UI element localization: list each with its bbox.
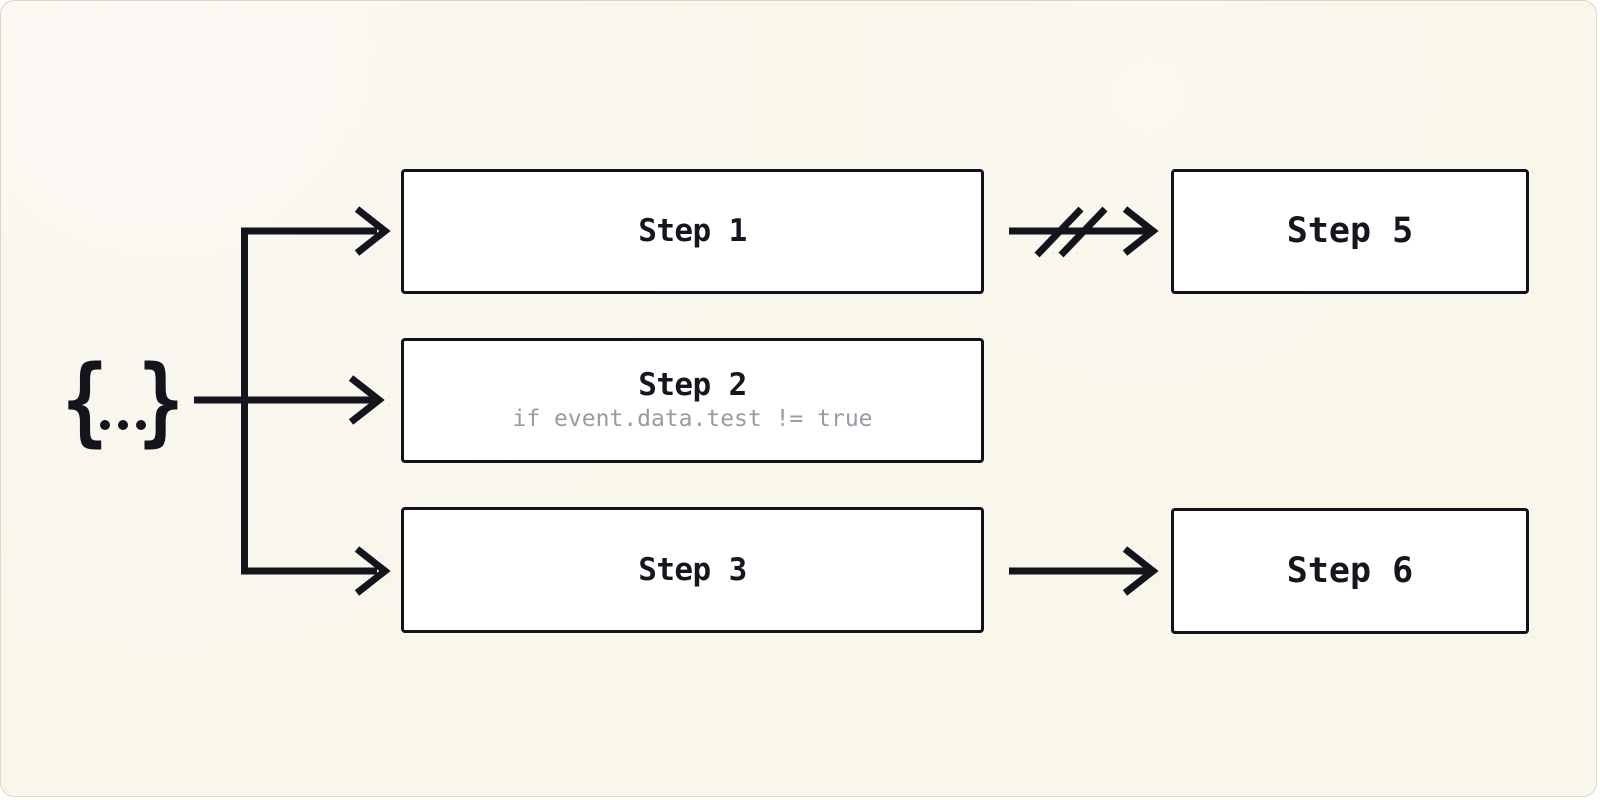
cancel-slash-icon [1034,206,1084,258]
branch-rail-line [241,227,377,575]
arrowhead-icon [354,546,391,596]
arrowhead-icon [1122,546,1159,596]
step-node-1[interactable]: Step 1 [401,169,984,294]
brace-ellipsis-icon: { [61,345,109,457]
ellipsis-dots-icon [100,420,146,430]
arrowhead-icon [1122,206,1159,256]
step-node-5[interactable]: Step 5 [1171,169,1529,294]
step-label: Step 6 [1286,550,1414,591]
step-label: Step 1 [638,213,747,250]
step-label: Step 3 [638,551,747,588]
cancel-slash-icon [1058,206,1108,258]
connector-source-branch[interactable] [241,206,391,596]
step-label: Step 2 [638,367,747,404]
brace-ellipsis-icon: } [137,345,185,457]
event-payload-source[interactable]: { } [62,353,184,449]
connector-source-step2[interactable] [194,375,385,425]
step-label: Step 5 [1286,211,1414,252]
connector-step1-step5-cancelled[interactable] [1009,206,1159,258]
step-node-3[interactable]: Step 3 [401,507,984,633]
arrowhead-icon [354,206,391,256]
arrowhead-icon [348,375,385,425]
step-node-2[interactable]: Step 2 if event.data.test != true [401,338,984,463]
step-condition: if event.data.test != true [512,406,873,433]
connector-step3-step6[interactable] [1009,546,1159,596]
step-node-6[interactable]: Step 6 [1171,508,1529,634]
